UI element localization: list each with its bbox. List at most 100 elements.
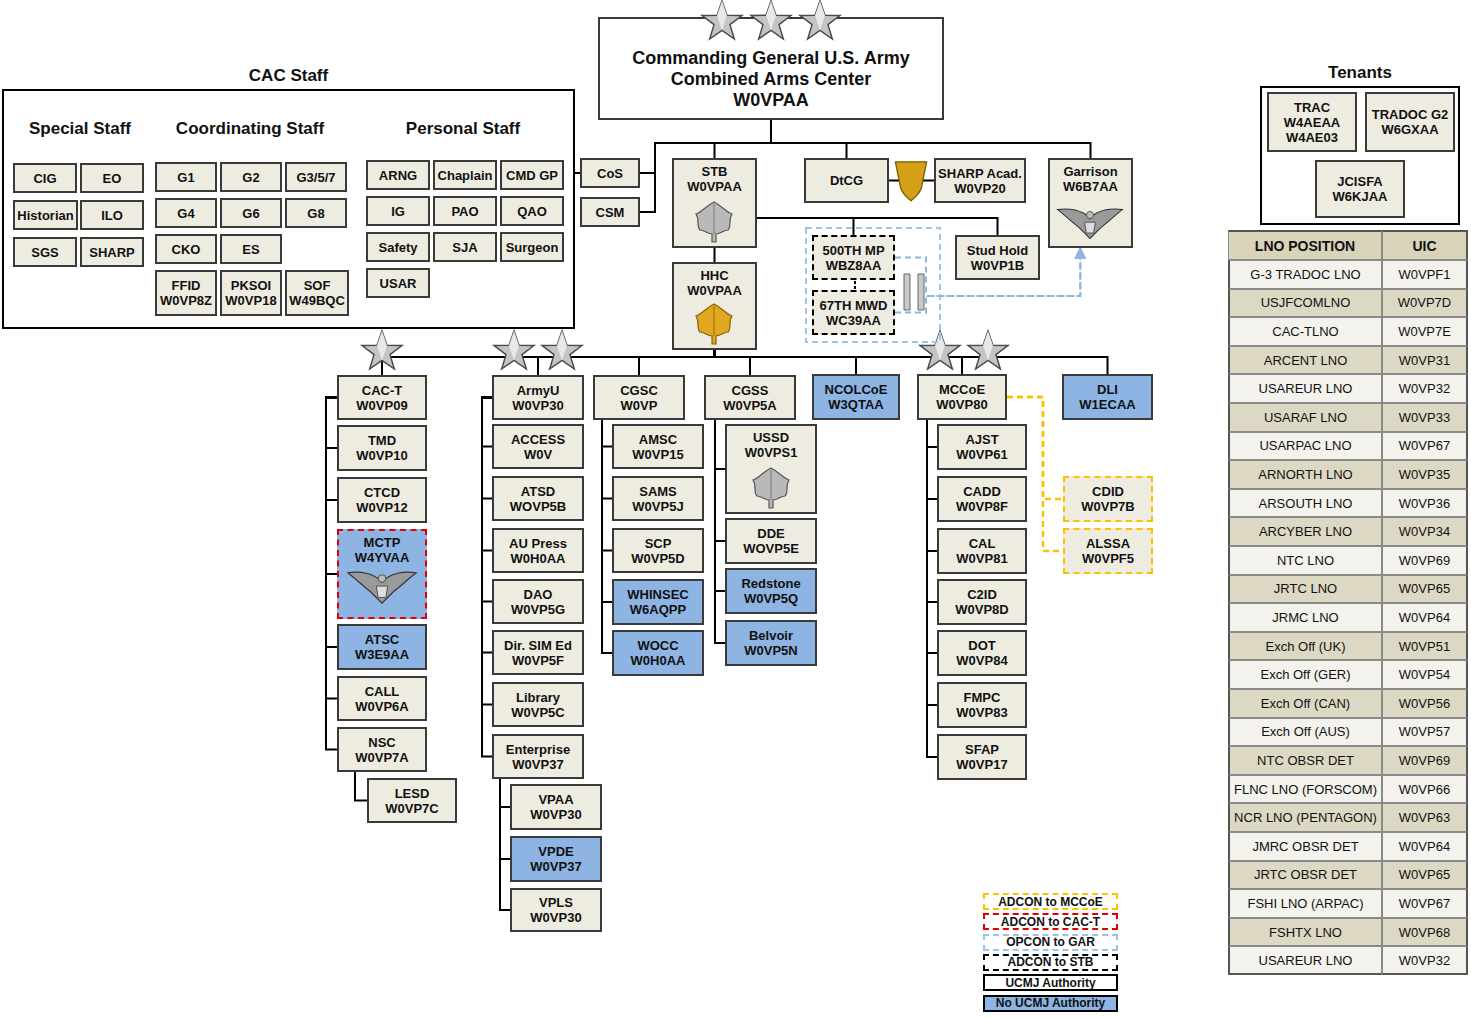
table-cell: W0VP36 xyxy=(1382,489,1468,518)
unit-text: WC39AA xyxy=(826,313,881,328)
unit-box: DOTW0VP84 xyxy=(937,630,1027,676)
unit-text: W0VPAA xyxy=(687,283,742,298)
org-connector xyxy=(602,420,612,653)
org-connector xyxy=(927,420,937,551)
table-cell: W0VP64 xyxy=(1382,603,1468,632)
unit-box: CALW0VP81 xyxy=(937,528,1027,574)
org-connector xyxy=(602,420,612,551)
unit-text: ES xyxy=(242,242,259,257)
unit-box: FMPCW0VP83 xyxy=(937,682,1027,728)
unit-box: WHINSECW6AQPP xyxy=(612,579,704,625)
org-connector xyxy=(927,420,937,757)
unit-text: W0H0AA xyxy=(511,551,566,566)
table-cell: W0VP69 xyxy=(1382,746,1468,775)
table-cell: W0VP32 xyxy=(1382,946,1468,975)
table-cell: W0VP68 xyxy=(1382,918,1468,947)
table-cell: USAREUR LNO xyxy=(1228,946,1382,975)
unit-text: W6KJAA xyxy=(1333,189,1388,204)
unit-text: SHARP xyxy=(89,245,135,260)
unit-text: TRAC xyxy=(1294,100,1330,115)
unit-text: Dir. SIM Ed xyxy=(504,638,572,653)
unit-text: PAO xyxy=(451,204,478,219)
table-cell: W0VP65 xyxy=(1382,575,1468,604)
unit-text: G8 xyxy=(307,206,324,221)
unit-text: W4AE03 xyxy=(1286,130,1338,145)
table-cell: W0VP64 xyxy=(1382,832,1468,861)
unit-text: W0VP7C xyxy=(385,801,438,816)
unit-box: LibraryW0VP5C xyxy=(492,682,584,727)
unit-text: Garrison xyxy=(1063,164,1117,179)
table-header: UIC xyxy=(1382,230,1468,260)
table-cell: USAREUR LNO xyxy=(1228,374,1382,403)
unit-box: 500TH MPWBZ8AA xyxy=(812,235,895,280)
org-connector xyxy=(757,218,998,235)
unit-text: DAO xyxy=(524,587,553,602)
unit-text: CAC-T xyxy=(362,383,402,398)
table-cell: G-3 TRADOC LNO xyxy=(1228,260,1382,289)
unit-text: W4YVAA xyxy=(355,550,410,565)
table-cell: USARAF LNO xyxy=(1228,403,1382,432)
unit-text: W0VPS1 xyxy=(745,445,798,460)
unit-box: DLIW1ECAA xyxy=(1062,374,1153,420)
unit-text: W0VP18 xyxy=(225,293,276,308)
unit-text: TRADOC G2 xyxy=(1372,107,1449,122)
unit-text: ARNG xyxy=(379,168,417,183)
table-cell: USJFCOMLNO xyxy=(1228,289,1382,318)
unit-text: W0VP5N xyxy=(744,643,797,658)
table-cell: W0VP63 xyxy=(1382,803,1468,832)
table-cell: W0VP33 xyxy=(1382,403,1468,432)
unit-text: TMD xyxy=(368,433,396,448)
unit-text: G6 xyxy=(242,206,259,221)
unit-text: W0VP37 xyxy=(530,859,581,874)
unit-text: LESD xyxy=(395,786,430,801)
unit-box: CALLW0VP6A xyxy=(337,676,427,721)
org-connector xyxy=(889,180,934,182)
unit-box: MCTPW4YVAA xyxy=(337,529,427,619)
unit-text: Commanding General U.S. Army Combined Ar… xyxy=(600,48,942,90)
table-cell: W0VP7D xyxy=(1382,289,1468,318)
unit-box: GarrisonW6B7AA xyxy=(1048,158,1133,248)
unit-box: ALSSAW0VPF5 xyxy=(1063,528,1153,574)
unit-box: CADDW0VP8F xyxy=(937,476,1027,522)
unit-box: VPDEW0VP37 xyxy=(510,836,602,882)
unit-text: Chaplain xyxy=(438,168,493,183)
table-cell: W0VP57 xyxy=(1382,718,1468,747)
unit-text: CIG xyxy=(33,171,56,186)
unit-box: EO xyxy=(80,163,144,193)
table-cell: W0VP32 xyxy=(1382,374,1468,403)
org-connector xyxy=(771,120,847,158)
unit-text: PKSOI xyxy=(231,278,271,293)
legend-text: No UCMJ Authority xyxy=(996,996,1106,1010)
unit-text: CGSS xyxy=(732,383,769,398)
table-cell: FSHTX LNO xyxy=(1228,918,1382,947)
unit-text: AU Press xyxy=(509,536,567,551)
org-connector xyxy=(482,398,492,705)
unit-text: W0VP30 xyxy=(512,398,563,413)
org-connector xyxy=(602,420,612,602)
table-cell: JRTC OBSR DET xyxy=(1228,861,1382,890)
unit-text: G1 xyxy=(177,170,194,185)
legend-text: UCMJ Authority xyxy=(1005,976,1095,990)
unit-box: ACCESSW0V xyxy=(492,424,584,469)
unit-text: W0VP5Q xyxy=(744,591,798,606)
staff-group: TenantsTRACW4AEAAW4AE03TRADOC G2W6GXAAJC… xyxy=(1260,86,1460,225)
unit-text: W0VP17 xyxy=(956,757,1007,772)
unit-box: CSM xyxy=(580,197,640,227)
unit-text: CTCD xyxy=(364,485,400,500)
unit-box: SFAPW0VP17 xyxy=(937,734,1027,780)
org-connector xyxy=(927,420,937,705)
unit-box: EnterpriseW0VP37 xyxy=(492,734,584,779)
unit-text: CALL xyxy=(365,684,400,699)
table-cell: NTC LNO xyxy=(1228,546,1382,575)
unit-box: CMD GP xyxy=(500,160,564,190)
unit-text: Library xyxy=(516,690,560,705)
legend-sample: ADCON to STB xyxy=(983,954,1118,971)
org-connector xyxy=(500,779,510,910)
legend-text: ADCON to STB xyxy=(1008,955,1094,969)
unit-text: 67TH MWD xyxy=(820,298,888,313)
unit-text: NSC xyxy=(368,735,395,750)
table-cell: W0VP34 xyxy=(1382,517,1468,546)
unit-box: QAO xyxy=(500,196,564,226)
unit-box: MCCoEW0VP80 xyxy=(917,374,1007,420)
unit-box: ATSDWOVP5B xyxy=(492,476,584,521)
